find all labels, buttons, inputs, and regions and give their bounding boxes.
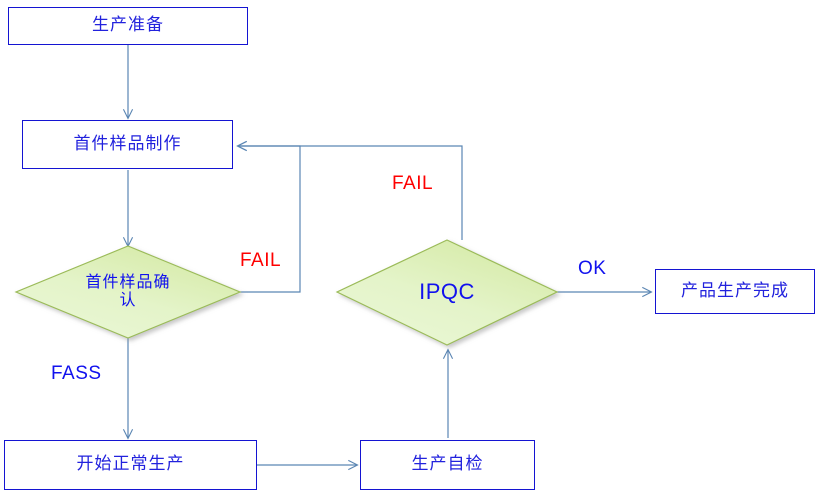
node-normal-production-label: 开始正常生产: [76, 454, 185, 475]
node-first-article-make-label: 首件样品制作: [73, 133, 182, 154]
node-self-inspection-label: 生产自检: [411, 454, 484, 475]
diamond-first-article-confirm[interactable]: [14, 245, 242, 339]
node-normal-production[interactable]: 开始正常生产: [4, 440, 257, 490]
node-prep[interactable]: 生产准备: [8, 7, 248, 45]
node-finished[interactable]: 产品生产完成: [655, 269, 815, 314]
node-prep-label: 生产准备: [92, 15, 164, 36]
node-first-article-make[interactable]: 首件样品制作: [22, 120, 233, 169]
node-self-inspection[interactable]: 生产自检: [360, 440, 535, 490]
node-finished-label: 产品生产完成: [681, 280, 789, 301]
diamond-ipqc[interactable]: [335, 239, 559, 346]
edge-ipqc-fail-to-first-article-make: [238, 146, 463, 240]
edge-confirm-fail-to-first-article-make: [238, 146, 301, 293]
